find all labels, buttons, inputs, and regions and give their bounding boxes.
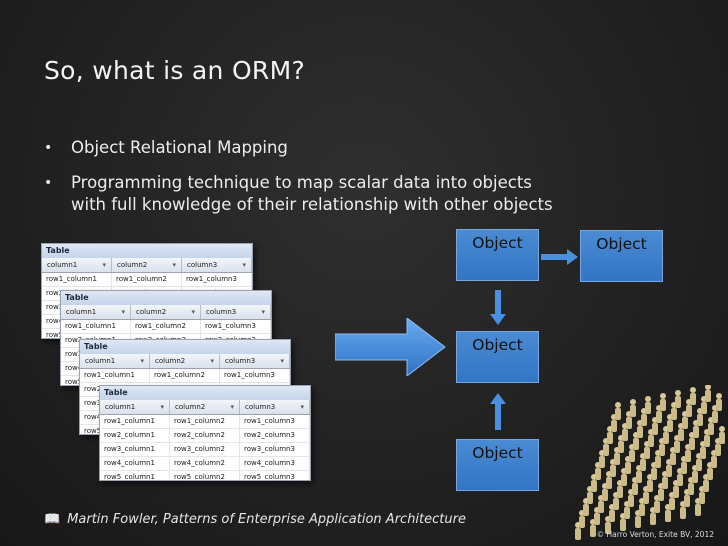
column-header[interactable]: column1	[42, 258, 112, 272]
figure	[716, 393, 722, 411]
citation-text: Martin Fowler, Patterns of Enterprise Ap…	[67, 512, 466, 527]
table-caption: Table	[80, 340, 290, 354]
table-header: column1column2column3	[42, 258, 252, 273]
bullet-marker: •	[44, 140, 53, 156]
column-header[interactable]: column2	[150, 354, 220, 368]
table-cell: row3_column3	[240, 443, 310, 456]
table-cell: row4_column3	[240, 457, 310, 470]
figure	[675, 390, 681, 408]
figure	[630, 399, 636, 417]
column-header[interactable]: column3	[182, 258, 252, 272]
bullet-text: Programming technique to map scalar data…	[71, 172, 553, 216]
table-cell: row2_column2	[170, 429, 240, 442]
slide-title: So, what is an ORM?	[44, 56, 306, 85]
table-cell: row1_column1	[42, 273, 112, 286]
table-cell: row4_column2	[170, 457, 240, 470]
table-cell: row5_column1	[100, 471, 170, 480]
table-cell: row1_column3	[201, 320, 271, 333]
figure	[660, 393, 666, 411]
arrow-up-icon	[490, 393, 506, 430]
column-header[interactable]: column3	[220, 354, 290, 368]
object-box: Object	[456, 229, 539, 281]
table-caption: Table	[100, 386, 310, 400]
column-header[interactable]: column1	[100, 400, 170, 414]
column-header[interactable]: column2	[112, 258, 182, 272]
object-box: Object	[456, 331, 539, 383]
arrow-right-icon	[541, 249, 578, 265]
table-cell: row1_column3	[220, 369, 290, 382]
arrow-down-icon	[490, 290, 506, 325]
big-arrow-icon	[335, 318, 446, 376]
column-header[interactable]: column3	[201, 305, 271, 319]
citation: 📖 Martin Fowler, Patterns of Enterprise A…	[44, 512, 466, 527]
table-caption: Table	[61, 291, 271, 305]
column-header[interactable]: column3	[240, 400, 310, 414]
table-cell: row1_column2	[150, 369, 220, 382]
bullet-text-line: Programming technique to map scalar data…	[71, 173, 532, 192]
table-header: column1column2column3	[61, 305, 271, 320]
table-cell: row3_column1	[100, 443, 170, 456]
table-cell: row1_column1	[100, 415, 170, 428]
bullet-text: Object Relational Mapping	[71, 138, 288, 157]
crowd-figures-image	[575, 385, 725, 540]
table-cell: row1_column3	[240, 415, 310, 428]
figure	[705, 385, 711, 402]
book-icon: 📖	[44, 512, 61, 527]
column-header[interactable]: column1	[80, 354, 150, 368]
table-caption: Table	[42, 244, 252, 258]
table-cell: row1_column2	[170, 415, 240, 428]
column-header[interactable]: column1	[61, 305, 131, 319]
table-cell: row2_column1	[100, 429, 170, 442]
table-cell: row2_column3	[240, 429, 310, 442]
bullet-text-line: with full knowledge of their relationshi…	[71, 195, 553, 214]
figure	[690, 387, 696, 405]
object-box: Object	[580, 230, 663, 282]
table-widget: Tablecolumn1column2column3row1_column1ro…	[99, 385, 311, 481]
table-header: column1column2column3	[100, 400, 310, 415]
table-cell: row1_column3	[182, 273, 252, 286]
table-cell: row1_column1	[61, 320, 131, 333]
figure	[645, 396, 651, 414]
table-cell: row5_column2	[170, 471, 240, 480]
copyright-text: © Harro Verton, Exite BV, 2012	[596, 530, 714, 539]
table-header: column1column2column3	[80, 354, 290, 369]
table-cell: row1_column2	[112, 273, 182, 286]
table-cell: row5_column3	[240, 471, 310, 480]
table-cell: row4_column1	[100, 457, 170, 470]
column-header[interactable]: column2	[170, 400, 240, 414]
column-header[interactable]: column2	[131, 305, 201, 319]
figure	[719, 426, 725, 444]
figure	[615, 402, 621, 420]
table-cell: row1_column2	[131, 320, 201, 333]
bullet-marker: •	[44, 175, 53, 191]
table-cell: row3_column2	[170, 443, 240, 456]
table-cell: row1_column1	[80, 369, 150, 382]
object-box: Object	[456, 439, 539, 491]
